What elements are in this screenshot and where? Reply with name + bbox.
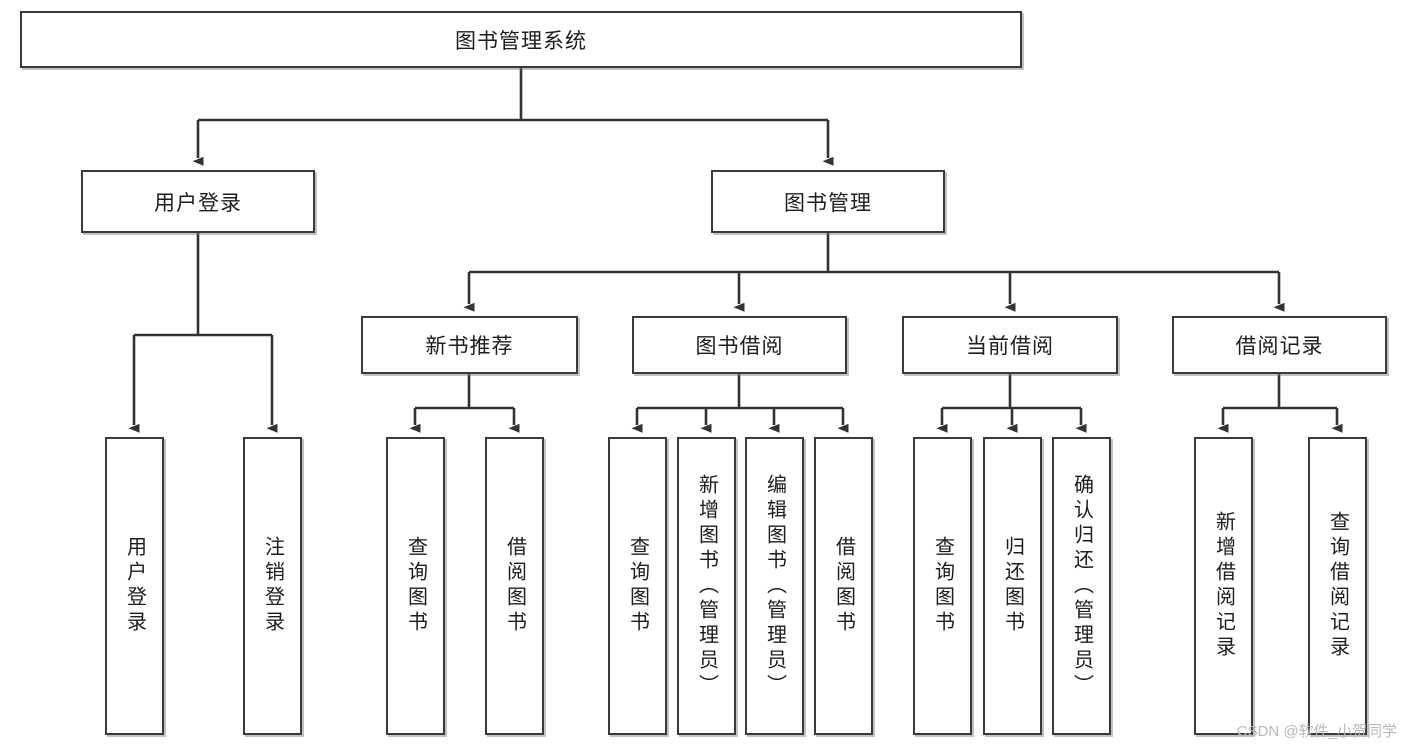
leaf-confirm-return-admin[interactable]: 确认归还（管理员）: [1052, 437, 1111, 735]
node-book-management-label: 图书管理: [784, 191, 872, 215]
node-book-management[interactable]: 图书管理: [711, 170, 945, 233]
node-new-book-recommend[interactable]: 新书推荐: [361, 316, 578, 374]
node-book-borrow[interactable]: 图书借阅: [632, 316, 847, 374]
node-root[interactable]: 图书管理系统: [20, 11, 1022, 68]
node-new-book-recommend-label: 新书推荐: [425, 335, 514, 358]
leaf-user-logout[interactable]: 注销登录: [243, 437, 302, 735]
leaf-query-book-borrow[interactable]: 查询图书: [608, 437, 667, 735]
node-root-label: 图书管理系统: [455, 29, 587, 53]
leaf-query-borrow-record-label: 查询借阅记录: [1326, 511, 1349, 661]
leaf-user-logout-label: 注销登录: [261, 536, 284, 636]
leaf-confirm-return-admin-label: 确认归还（管理员）: [1070, 473, 1093, 699]
leaf-add-borrow-record[interactable]: 新增借阅记录: [1194, 437, 1253, 735]
leaf-add-book-admin[interactable]: 新增图书（管理员）: [677, 437, 736, 735]
leaf-query-book-new[interactable]: 查询图书: [386, 437, 445, 735]
leaf-return-book[interactable]: 归还图书: [983, 437, 1042, 735]
node-current-borrow-label: 当前借阅: [966, 335, 1054, 358]
leaf-return-book-label: 归还图书: [1001, 536, 1024, 636]
node-current-borrow[interactable]: 当前借阅: [902, 316, 1118, 374]
leaf-add-book-admin-label: 新增图书（管理员）: [695, 473, 718, 699]
leaf-borrow-book[interactable]: 借阅图书: [814, 437, 873, 735]
node-book-borrow-label: 图书借阅: [695, 335, 784, 358]
leaf-query-book-current-label: 查询图书: [931, 536, 954, 636]
leaf-user-login[interactable]: 用户登录: [105, 437, 164, 735]
node-user-login-label: 用户登录: [154, 191, 242, 215]
leaf-query-borrow-record[interactable]: 查询借阅记录: [1308, 437, 1367, 735]
node-borrow-records-label: 借阅记录: [1235, 335, 1324, 358]
leaf-borrow-book-label: 借阅图书: [832, 536, 855, 636]
leaf-borrow-book-new-label: 借阅图书: [503, 536, 526, 636]
leaf-edit-book-admin-label: 编辑图书（管理员）: [763, 473, 786, 699]
leaf-query-book-new-label: 查询图书: [404, 536, 427, 636]
leaf-query-book-current[interactable]: 查询图书: [913, 437, 972, 735]
leaf-user-login-label: 用户登录: [123, 536, 146, 636]
leaf-borrow-book-new[interactable]: 借阅图书: [485, 437, 544, 735]
node-borrow-records[interactable]: 借阅记录: [1172, 316, 1387, 374]
leaf-edit-book-admin[interactable]: 编辑图书（管理员）: [745, 437, 804, 735]
leaf-query-book-borrow-label: 查询图书: [626, 536, 649, 636]
node-user-login[interactable]: 用户登录: [81, 170, 315, 233]
watermark: CSDN @软件_小贺同学: [1236, 723, 1397, 740]
leaf-add-borrow-record-label: 新增借阅记录: [1212, 511, 1235, 661]
